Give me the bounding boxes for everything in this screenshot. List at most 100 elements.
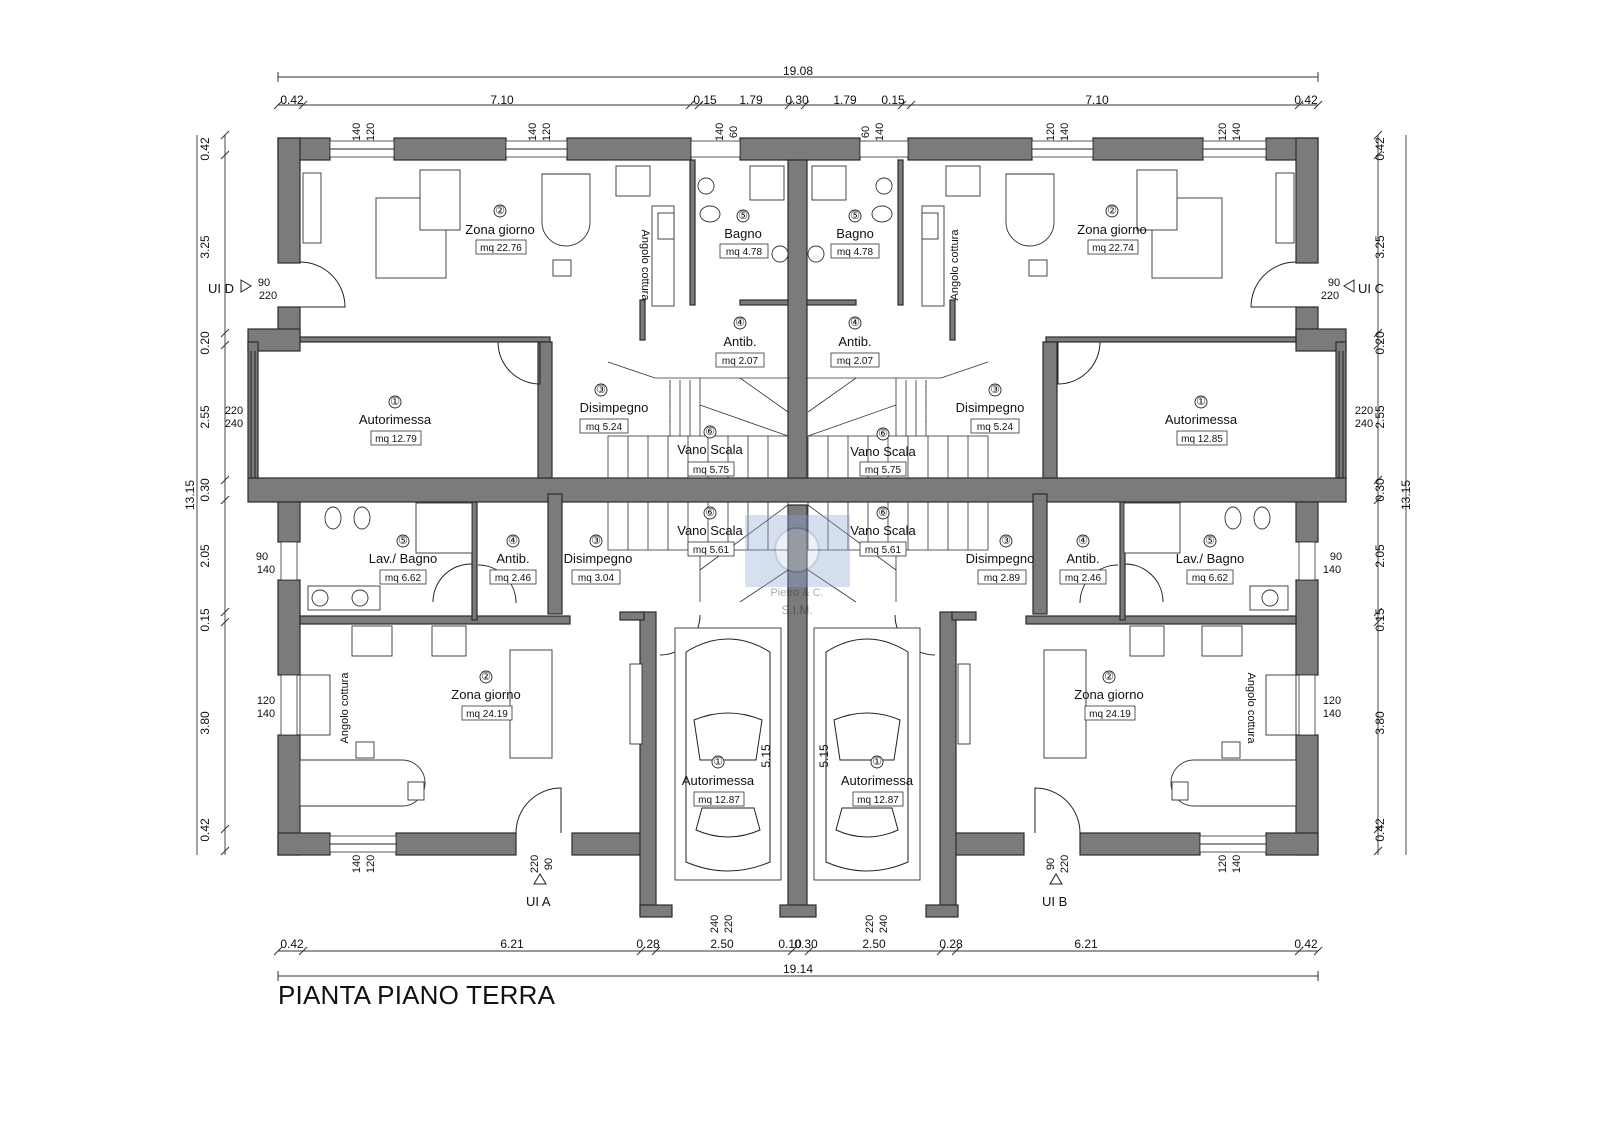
door-swing bbox=[1124, 563, 1164, 603]
wall bbox=[247, 477, 1347, 503]
svg-text:Zona giorno: Zona giorno bbox=[465, 222, 534, 237]
sofa bbox=[1043, 649, 1087, 759]
svg-text:②: ② bbox=[1107, 205, 1117, 217]
room-label: ③ Disimpegno mq 3.04 bbox=[564, 534, 632, 585]
wall bbox=[925, 904, 959, 918]
svg-text:120: 120 bbox=[1217, 855, 1229, 873]
top-dim: 0.15 bbox=[693, 93, 717, 107]
opening-dims: 140 120 140 120 140 60 60 140 120 140 12… bbox=[225, 123, 1373, 933]
room-label: ① Autorimessa mq 12.87 bbox=[682, 755, 755, 807]
svg-text:140: 140 bbox=[257, 708, 275, 720]
room-label: ④ Antib. mq 2.07 bbox=[830, 316, 880, 368]
svg-text:220: 220 bbox=[1321, 290, 1339, 302]
svg-text:Autorimessa: Autorimessa bbox=[682, 773, 755, 788]
top-overall-dim: 19.08 bbox=[783, 64, 813, 78]
drawing-title: PIANTA PIANO TERRA bbox=[278, 980, 556, 1010]
wall bbox=[277, 137, 301, 264]
svg-text:①: ① bbox=[872, 756, 882, 768]
svg-text:③: ③ bbox=[990, 384, 1000, 396]
svg-text:60: 60 bbox=[728, 126, 740, 138]
svg-text:Autorimessa: Autorimessa bbox=[359, 412, 432, 427]
car-outline bbox=[813, 627, 921, 881]
room-labels: ② Zona giorno mq 22.76 ⑤ Bagno mq 4.78 ⑤… bbox=[339, 204, 1257, 807]
wall bbox=[277, 501, 301, 543]
wall bbox=[277, 832, 331, 856]
door-swing bbox=[497, 341, 541, 385]
watermark-text: Pietro & C. bbox=[770, 587, 823, 599]
window bbox=[280, 541, 298, 581]
room-label: ① Autorimessa mq 12.79 bbox=[359, 395, 432, 446]
svg-text:Antib.: Antib. bbox=[496, 551, 529, 566]
kitchen-label: Angolo cottura bbox=[949, 229, 961, 301]
wall bbox=[1265, 832, 1319, 856]
svg-text:140: 140 bbox=[351, 855, 363, 873]
sink bbox=[807, 245, 825, 263]
window bbox=[1298, 541, 1316, 581]
svg-text:220: 220 bbox=[225, 405, 243, 417]
svg-text:Disimpegno: Disimpegno bbox=[956, 400, 1025, 415]
svg-text:140: 140 bbox=[1231, 855, 1243, 873]
bottom-dim: 0.28 bbox=[939, 937, 963, 951]
shelf bbox=[629, 663, 643, 745]
svg-text:mq 5.75: mq 5.75 bbox=[693, 465, 730, 476]
svg-text:Lav./ Bagno: Lav./ Bagno bbox=[1176, 551, 1244, 566]
svg-text:220: 220 bbox=[529, 855, 541, 873]
left-overall-dim: 13.15 bbox=[183, 480, 197, 510]
door-swing bbox=[1057, 341, 1101, 385]
right-dim: 0.20 bbox=[1373, 331, 1387, 355]
top-dim: 0.30 bbox=[785, 93, 809, 107]
svg-text:Zona giorno: Zona giorno bbox=[451, 687, 520, 702]
bottom-dim: 0.42 bbox=[1294, 937, 1318, 951]
chair bbox=[1221, 741, 1241, 759]
kitchen-label: Angolo cottura bbox=[1245, 673, 1257, 745]
wall bbox=[1042, 341, 1058, 479]
chair bbox=[355, 741, 375, 759]
right-dim: 0.15 bbox=[1373, 608, 1387, 632]
svg-text:①: ① bbox=[390, 396, 400, 408]
bidet bbox=[353, 506, 371, 530]
wall bbox=[1295, 137, 1319, 264]
svg-text:140: 140 bbox=[257, 564, 275, 576]
wall bbox=[247, 341, 259, 479]
svg-text:120: 120 bbox=[365, 855, 377, 873]
stove bbox=[945, 165, 981, 197]
svg-text:120: 120 bbox=[1045, 123, 1057, 141]
stove bbox=[615, 165, 651, 197]
svg-text:④: ④ bbox=[1078, 535, 1088, 547]
wall bbox=[689, 159, 696, 306]
wall bbox=[566, 137, 692, 161]
svg-text:90: 90 bbox=[1045, 858, 1057, 870]
svg-text:mq 2.89: mq 2.89 bbox=[984, 573, 1021, 584]
wall bbox=[1025, 615, 1297, 625]
svg-text:Vano Scala: Vano Scala bbox=[677, 523, 743, 538]
svg-text:120: 120 bbox=[1217, 123, 1229, 141]
svg-text:⑤: ⑤ bbox=[850, 210, 860, 222]
svg-text:140: 140 bbox=[1323, 708, 1341, 720]
left-dim: 0.42 bbox=[198, 137, 212, 161]
svg-text:②: ② bbox=[481, 671, 491, 683]
right-dim: 0.42 bbox=[1373, 818, 1387, 842]
door-swing bbox=[1250, 261, 1297, 308]
left-dim: 0.15 bbox=[198, 608, 212, 632]
room-label: ⑤ Lav./ Bagno mq 6.62 bbox=[369, 534, 437, 585]
wall bbox=[805, 299, 857, 306]
door-swing bbox=[515, 787, 562, 834]
svg-text:①: ① bbox=[1196, 396, 1206, 408]
top-dim: 0.42 bbox=[1294, 93, 1318, 107]
kitchen-counter bbox=[299, 674, 331, 736]
walls bbox=[247, 137, 1347, 918]
svg-text:③: ③ bbox=[591, 535, 601, 547]
svg-text:mq 5.24: mq 5.24 bbox=[586, 422, 623, 433]
door-swing bbox=[299, 261, 346, 308]
svg-text:Autorimessa: Autorimessa bbox=[1165, 412, 1238, 427]
wall bbox=[277, 579, 301, 676]
svg-text:⑤: ⑤ bbox=[1205, 535, 1215, 547]
bottom-dim: 2.50 bbox=[710, 937, 734, 951]
unit-markers: UI D UI C UI A UI B bbox=[208, 279, 1384, 909]
table bbox=[1005, 173, 1055, 247]
bidet bbox=[1224, 506, 1242, 530]
top-dim: 1.79 bbox=[833, 93, 857, 107]
wall bbox=[1079, 832, 1201, 856]
wall bbox=[739, 299, 791, 306]
left-dim: 0.20 bbox=[198, 331, 212, 355]
